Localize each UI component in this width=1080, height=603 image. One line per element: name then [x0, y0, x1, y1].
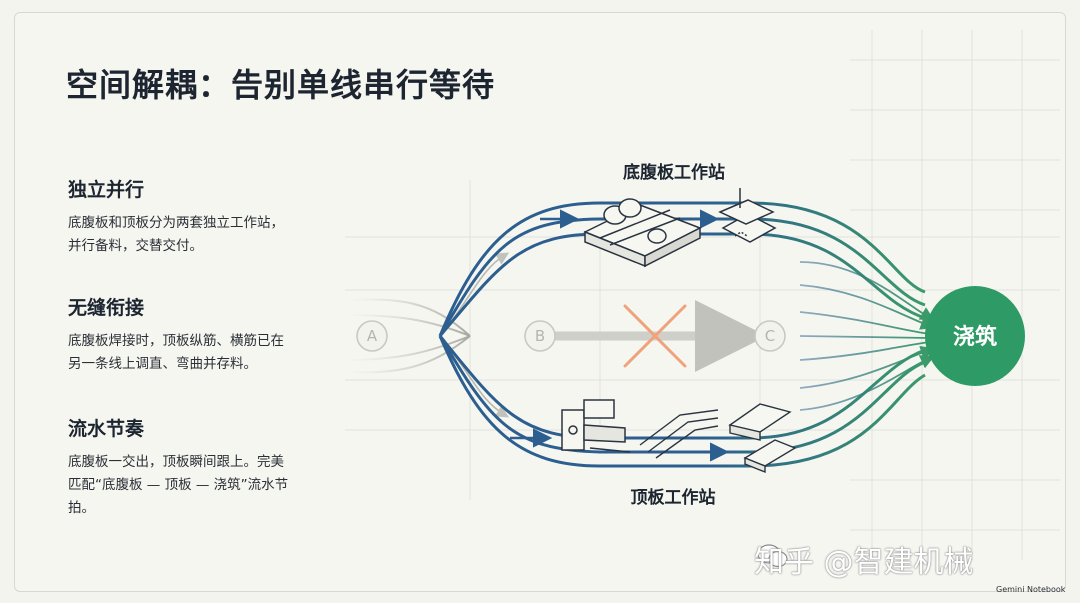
plate-cut-icon — [718, 188, 777, 243]
bottom-station-label: 顶板工作站 — [631, 487, 716, 508]
top-station-label: 底腹板工作站 — [623, 162, 725, 183]
section-heading: 流水节奏 — [68, 418, 145, 440]
route-arrows — [510, 209, 730, 462]
node-b-label: B — [535, 327, 545, 345]
node-a-label: A — [367, 327, 378, 345]
section-line: 匹配“底腹板 — 顶板 — 浇筑”流水节 — [68, 477, 289, 493]
section-line: 底腹板一交出，顶板瞬间跟上。完美 — [68, 454, 284, 470]
bottom-route — [438, 335, 926, 468]
section-line: 底腹板焊接时，顶板纵筋、横筋已在 — [68, 333, 284, 349]
bending-machine-icon — [561, 399, 631, 453]
section-line: 并行备料，交替交付。 — [68, 238, 203, 254]
node-c-label: C — [765, 327, 775, 345]
node-c: C — [754, 320, 786, 352]
serial-path — [555, 300, 767, 372]
section-line: 拍。 — [68, 500, 95, 516]
section-body: 底腹板一交出，顶板瞬间跟上。完美 匹配“底腹板 — 顶板 — 浇筑”流水节 拍。 — [68, 451, 338, 520]
section-body: 底腹板焊接时，顶板纵筋、横筋已在 另一条线上调直、弯曲并存料。 — [68, 330, 338, 376]
pour-target: 浇筑 — [925, 286, 1025, 386]
section-parallel: 独立并行 底腹板和顶板分为两套独立工作站， 并行备料，交替交付。 — [68, 175, 338, 258]
rebar-icon — [639, 409, 719, 459]
wechat-icon — [757, 544, 788, 568]
footer-credit: Gemini Notebook — [996, 585, 1066, 594]
node-b: B — [524, 320, 556, 352]
cross-icon — [623, 304, 687, 368]
background-grid — [345, 30, 1060, 560]
converge-lines — [799, 261, 936, 411]
section-heading: 无缝衔接 — [68, 297, 145, 319]
section-body: 底腹板和顶板分为两套独立工作站， 并行备料，交替交付。 — [68, 212, 338, 258]
section-line: 底腹板和顶板分为两套独立工作站， — [68, 215, 284, 231]
page-title: 空间解耦：告别单线串行等待 — [66, 66, 496, 104]
pour-target-label: 浇筑 — [953, 324, 997, 350]
node-a: A — [356, 320, 388, 352]
section-line: 另一条线上调直、弯曲并存料。 — [68, 356, 257, 372]
rolling-machine-icon — [583, 198, 702, 268]
section-rhythm: 流水节奏 底腹板一交出，顶板瞬间跟上。完美 匹配“底腹板 — 顶板 — 浇筑”流… — [68, 414, 338, 520]
section-seamless: 无缝衔接 底腹板焊接时，顶板纵筋、横筋已在 另一条线上调直、弯曲并存料。 — [68, 293, 338, 376]
rebar-stack-icon — [728, 403, 797, 474]
watermark-text: 知乎 @智建机械 — [754, 545, 974, 580]
input-lines — [344, 298, 471, 374]
slide-frame — [14, 12, 1066, 592]
section-heading: 独立并行 — [68, 179, 145, 201]
